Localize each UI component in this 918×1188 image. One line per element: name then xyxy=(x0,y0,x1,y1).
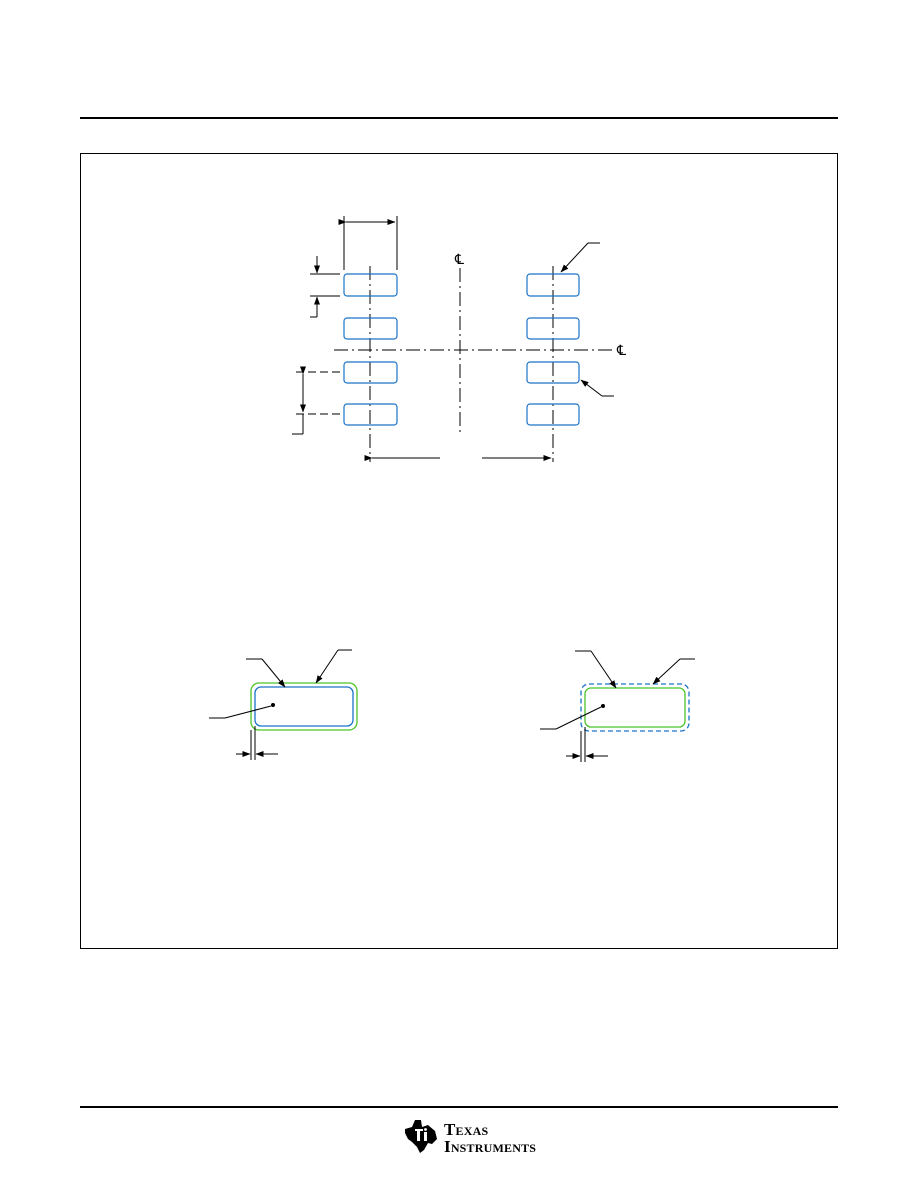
detail-smd-pad xyxy=(540,650,695,762)
solder-mask-opening xyxy=(250,682,358,731)
pad-center-dot xyxy=(601,704,605,708)
pad-pitch-dimension xyxy=(292,366,340,435)
footer-rule xyxy=(80,1106,838,1108)
pad-right-4 xyxy=(526,403,580,426)
pad-height-dimension xyxy=(310,256,340,318)
pad-right-3 xyxy=(526,361,580,384)
logo-text-texas: Texas xyxy=(444,1120,489,1139)
header-rule xyxy=(80,117,838,119)
pad-leader-top xyxy=(560,242,600,273)
pad-left-3 xyxy=(343,361,398,384)
detail-nsmd-pad xyxy=(209,649,358,760)
horizontal-centerline-symbol: ℄ xyxy=(616,343,626,359)
pad-center-dot xyxy=(271,703,275,707)
drawing-frame xyxy=(80,153,838,949)
pad-left-4 xyxy=(343,403,398,426)
logo-text-instruments: Instruments xyxy=(444,1137,537,1156)
ti-state-logo-icon xyxy=(405,1120,437,1153)
solder-mask-opening xyxy=(584,687,686,728)
land-pattern-top-view: ℄ ℄ xyxy=(292,216,626,462)
pad-leader-right xyxy=(580,379,614,397)
pad-left-2 xyxy=(343,317,398,340)
pad-left-1 xyxy=(343,273,398,297)
pad-right-2 xyxy=(526,317,580,340)
pad-width-dimension xyxy=(338,216,398,270)
copper-pad xyxy=(254,686,354,727)
vertical-centerline-symbol: ℄ xyxy=(454,252,464,268)
pad-right-1 xyxy=(526,273,580,297)
copper-pad-dashed xyxy=(580,683,690,732)
texas-instruments-logo: Texas Instruments xyxy=(402,1117,562,1159)
